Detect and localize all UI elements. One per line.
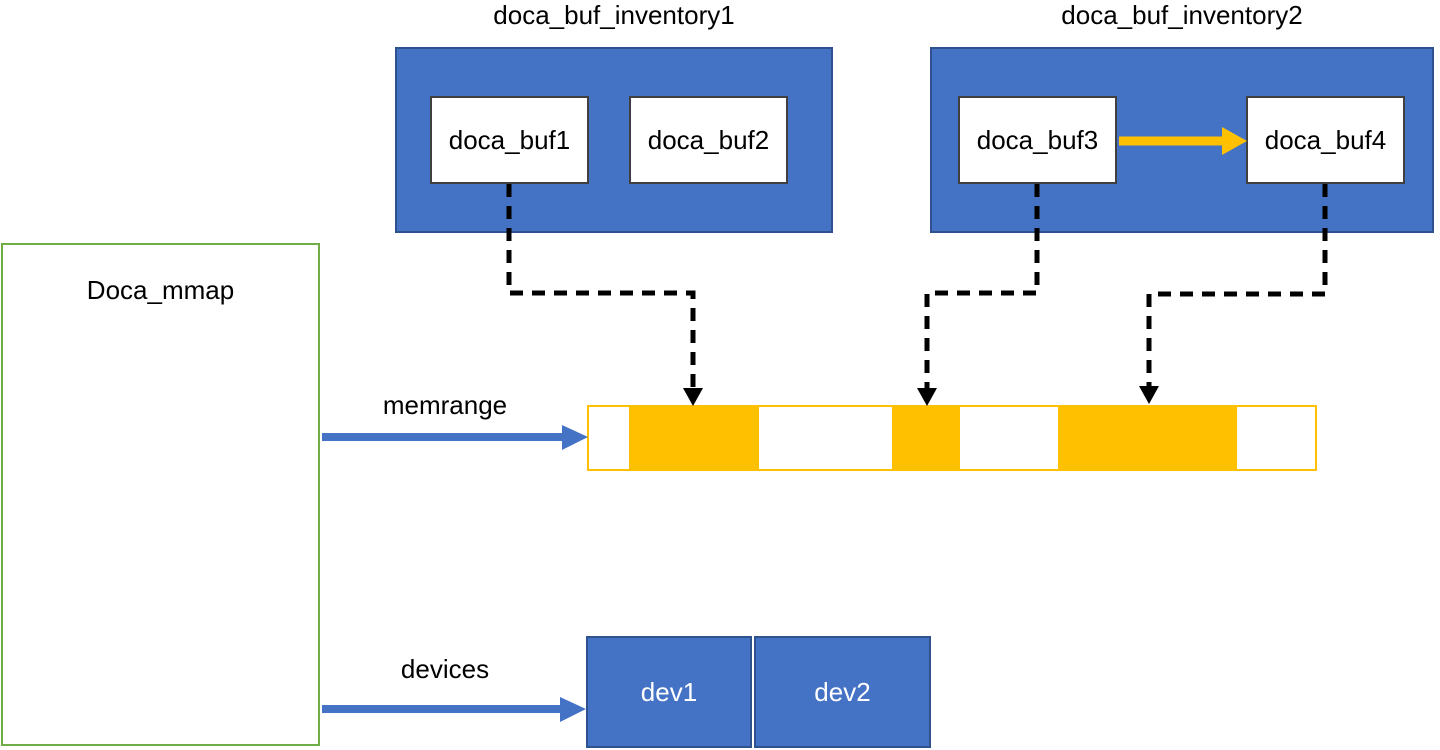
doca-buf1-label: doca_buf1 [448, 124, 571, 155]
doca-buf2-box: doca_buf2 [629, 96, 788, 184]
memrange-segment-orange [1058, 407, 1238, 469]
memrange-segment-white [589, 407, 629, 469]
dev1-box: dev1 [586, 636, 752, 748]
doca-buf4-box: doca_buf4 [1246, 96, 1405, 184]
doca-buf1-box: doca_buf1 [430, 96, 589, 184]
memrange-bar [587, 405, 1317, 471]
inventory1-title: doca_buf_inventory1 [493, 0, 735, 30]
doca-mmap-box: Doca_mmap [1, 243, 320, 746]
memrange-segment-white [959, 407, 1059, 469]
dev1-label: dev1 [640, 676, 698, 707]
memrange-segment-white [1237, 407, 1315, 469]
memrange-segment-orange [892, 407, 960, 469]
doca-buf3-box: doca_buf3 [958, 96, 1117, 184]
memrange-segment-orange [628, 407, 760, 469]
dev2-label: dev2 [814, 676, 871, 707]
memrange-label: memrange [382, 390, 508, 420]
dev2-box: dev2 [754, 636, 931, 748]
doca-buf2-label: doca_buf2 [647, 124, 770, 155]
inventory1-box: doca_buf1 doca_buf2 [395, 47, 833, 233]
memrange-segment-white [759, 407, 893, 469]
doca-buf4-label: doca_buf4 [1264, 124, 1387, 155]
doca-mmap-label: Doca_mmap [86, 275, 235, 305]
devices-label: devices [400, 654, 490, 684]
doca-buf3-label: doca_buf3 [976, 124, 1099, 155]
arrowhead-buf1-icon [683, 388, 703, 406]
blue-arrowhead-memrange-icon [562, 425, 588, 450]
arrowhead-buf4-icon [1139, 386, 1159, 404]
blue-arrowhead-devices-icon [560, 697, 586, 722]
arrowhead-buf3-icon [917, 388, 937, 406]
inventory2-box: doca_buf3 doca_buf4 [930, 47, 1434, 233]
inventory2-title: doca_buf_inventory2 [1061, 0, 1303, 30]
